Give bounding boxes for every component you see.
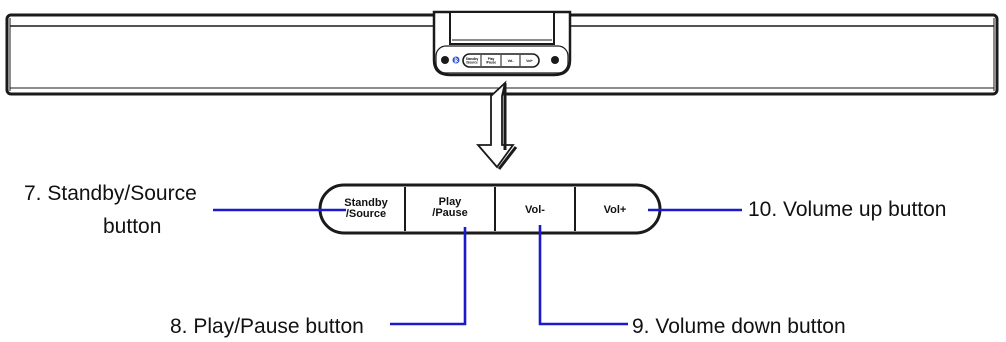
mini-label-line: /Source xyxy=(466,61,478,65)
mini-label-line: /Pause xyxy=(486,61,497,65)
mini-volup-label: Vol+ xyxy=(526,59,533,63)
led-indicator-icon xyxy=(551,56,559,64)
volume-up-label: Vol+ xyxy=(603,204,627,216)
callout-standby-line2: button xyxy=(103,215,162,238)
leader-line-voldown xyxy=(538,225,628,326)
mini-button-strip xyxy=(462,53,540,68)
led-indicator-icon xyxy=(441,56,449,64)
leader-line-play xyxy=(390,227,467,326)
callout-standby-line1: 7. Standby/Source xyxy=(24,182,197,205)
leader-lines xyxy=(213,208,742,326)
mini-play-label: Play/Pause xyxy=(486,57,497,65)
down-arrow xyxy=(476,80,518,170)
mini-label-line: Standby xyxy=(466,57,479,61)
callout-voldown: 9. Volume down button xyxy=(632,315,846,338)
mini-standby-label: Standby/Source xyxy=(466,57,479,65)
callout-volup: 10. Volume up button xyxy=(748,198,947,221)
play-pause-label: Play /Pause xyxy=(432,196,468,219)
bluetooth-icon xyxy=(452,56,460,64)
mini-label-line: Vol- xyxy=(508,59,514,63)
mini-voldown-label: Vol- xyxy=(508,59,514,63)
mini-label-line: Vol+ xyxy=(526,59,533,63)
volume-down-label: Vol- xyxy=(525,204,545,216)
mini-label-line: Play xyxy=(488,57,495,61)
callout-play: 8. Play/Pause button xyxy=(170,315,364,338)
standby-source-label: Standby /Source xyxy=(344,197,388,220)
